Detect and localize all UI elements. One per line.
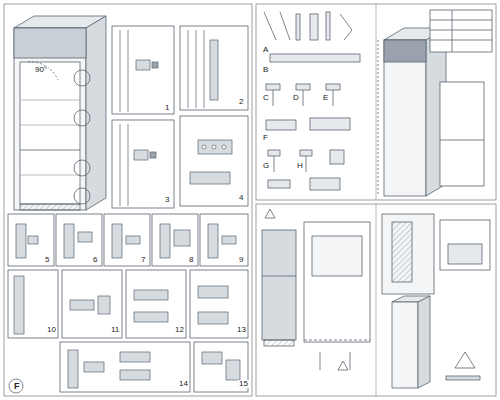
step-number: 12 xyxy=(174,326,185,334)
part-letter: F xyxy=(262,134,269,142)
panel-frame xyxy=(256,4,496,200)
cabinet-figure xyxy=(14,16,106,210)
step-number: 5 xyxy=(44,256,50,264)
part-letter: D xyxy=(292,94,300,102)
step-number: 1 xyxy=(164,104,170,112)
part-letter: G xyxy=(262,162,270,170)
step-number: 7 xyxy=(140,256,146,264)
step-number: 10 xyxy=(46,326,57,334)
panel-frame xyxy=(4,4,252,396)
hardware-set xyxy=(264,12,360,190)
step-number: 4 xyxy=(238,194,244,202)
step-number: 9 xyxy=(238,256,244,264)
step-number: 14 xyxy=(178,380,189,388)
panel-frame xyxy=(256,204,496,396)
angle-label: 90° xyxy=(34,66,48,74)
step-number: 13 xyxy=(236,326,247,334)
part-letter: B xyxy=(262,66,269,74)
part-letter: A xyxy=(262,46,269,54)
part-letter: H xyxy=(296,162,304,170)
part-letter: C xyxy=(262,94,270,102)
step-number: 3 xyxy=(164,196,170,204)
part-letter: E xyxy=(322,94,329,102)
step-number: 2 xyxy=(238,98,244,106)
step-number: 6 xyxy=(92,256,98,264)
step-number: 11 xyxy=(110,326,120,334)
step-number: 15 xyxy=(238,380,249,388)
step-number: F xyxy=(13,382,21,391)
step-number: 8 xyxy=(188,256,194,264)
